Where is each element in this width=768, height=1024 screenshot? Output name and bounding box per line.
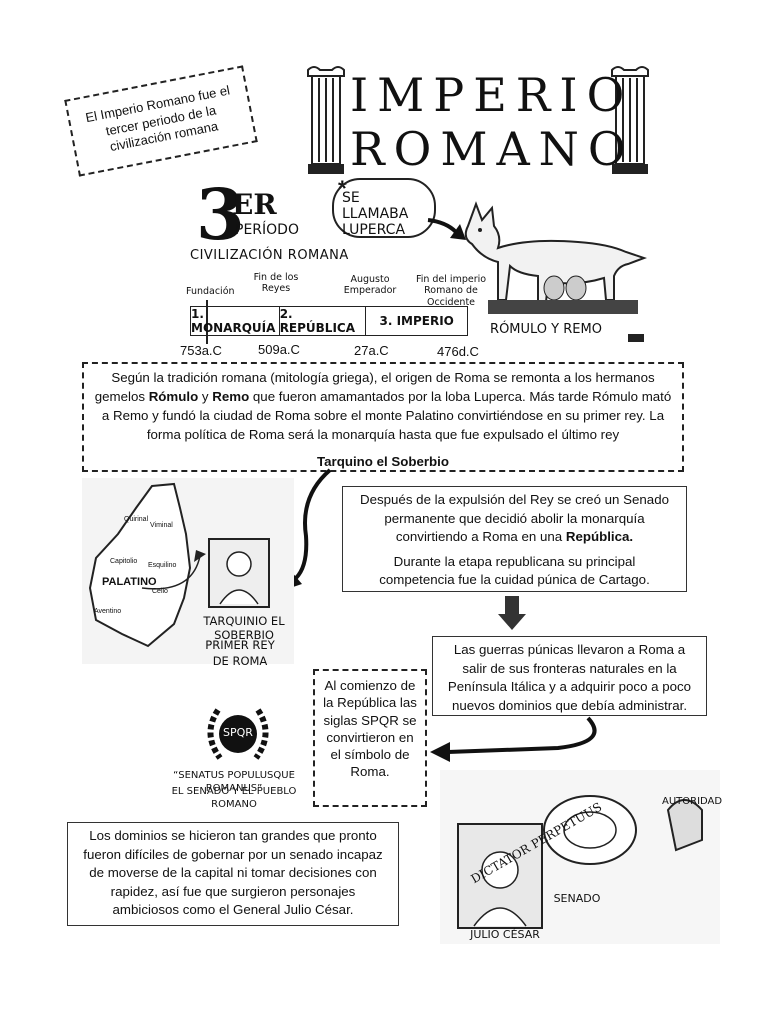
timeline-bar: 1. MONARQUÍA 2. REPÚBLICA 3. IMPERIO	[190, 306, 468, 336]
timeline-label-fundacion: Fundación	[186, 286, 235, 297]
period-word: PERÍODO	[235, 222, 299, 238]
title-line-2: ROMANO	[350, 122, 635, 176]
map-label-celio: Celio	[152, 588, 168, 595]
timeline-label-augusto: Augusto Emperador	[343, 274, 397, 297]
tradition-box: Según la tradición romana (mitología gri…	[82, 362, 684, 472]
arrow-right-icon	[427, 218, 466, 240]
tarquinio-name: TARQUINIO EL SOBERBIO	[203, 614, 285, 643]
she-wolf-icon	[464, 201, 647, 314]
right-column-icon	[611, 66, 649, 174]
tarquinio-portrait-icon	[208, 538, 270, 608]
map-label-aventino: Aventino	[94, 608, 122, 615]
curved-arrow-left-icon	[430, 716, 597, 762]
remo-name: Remo	[212, 388, 250, 404]
senado-text-1: Después de la expulsión del Rey se creó …	[360, 492, 669, 545]
tarquinio-title-2: DE ROMA	[212, 654, 268, 668]
senate-scene-icon	[440, 770, 720, 944]
siglas-box: Al comienzo de la República las siglas S…	[313, 669, 427, 807]
period-suffix: ER	[232, 188, 277, 221]
autoridad-label: AUTORIDAD	[662, 796, 723, 807]
period-number: 3	[196, 173, 245, 256]
map-label-capitolio: Capitolio	[110, 558, 138, 565]
timeline-label-fin-imperio: Fin del imperio Romano de Occidente	[415, 274, 487, 308]
small-logo-icon	[628, 334, 644, 342]
date-476: 476d.C	[437, 344, 479, 359]
intro-note: El Imperio Romano fue el tercer periodo …	[64, 65, 258, 177]
title-line-1: IMPERIO	[350, 68, 634, 122]
date-753: 753a.C	[180, 343, 222, 358]
timeline-label-fin-reyes: Fin de los Reyes	[253, 272, 299, 295]
left-column-icon	[307, 66, 345, 174]
date-27: 27a.C	[354, 343, 389, 358]
spqr-spanish: EL SENADO Y EL PUEBLO ROMANO	[171, 786, 297, 810]
tradition-text-2: que fueron amamantados por la loba Luper…	[101, 388, 672, 442]
date-509: 509a.C	[258, 342, 300, 357]
civilization-label: CIVILIZACIÓN ROMANA	[190, 248, 349, 263]
spqr-wreath-icon	[207, 708, 269, 760]
wolf-caption: RÓMULO Y REMO	[490, 322, 602, 337]
senado-text-2: Durante la etapa republicana su principa…	[379, 553, 650, 588]
map-label-palatino: PALATINO	[102, 576, 157, 588]
guerras-box: Las guerras púnicas llevaron a Roma a sa…	[432, 636, 707, 716]
tradition-text-1: Según la tradición romana (mitología gri…	[94, 370, 655, 404]
map-label-viminal: Viminal	[150, 522, 173, 529]
senado-label: SENADO	[553, 892, 601, 905]
tradition-king: Tarquino el Soberbio	[317, 453, 449, 469]
tradition-and: y	[198, 388, 213, 404]
timeline-tick	[206, 300, 208, 344]
tarquinio-title-1: PRIMER REY	[205, 638, 275, 652]
arrow-down-icon	[498, 596, 526, 630]
senado-box: Después de la expulsión del Rey se creó …	[342, 486, 687, 592]
spqr-emblem-text: SPQR	[223, 726, 253, 739]
timeline-segment-monarquia: 1. MONARQUÍA	[191, 307, 280, 335]
dominios-box: Los dominios se hicieron tan grandes que…	[67, 822, 399, 926]
map-label-quirinal: Quirinal	[124, 516, 149, 523]
spqr-latin: “SENATUS POPULUSQUE ROMANUS”	[173, 770, 295, 794]
caesar-name: JULIO CÉSAR	[470, 928, 540, 941]
romulo-name: Rómulo	[148, 388, 199, 404]
republica-bold: República.	[565, 529, 634, 545]
timeline-segment-republica: 2. REPÚBLICA	[280, 307, 367, 335]
timeline-segment-imperio: 3. IMPERIO	[379, 314, 454, 328]
map-label-esquilino: Esquilino	[148, 562, 177, 569]
luperca-note: SE LLAMABA LUPERCA	[332, 178, 436, 238]
